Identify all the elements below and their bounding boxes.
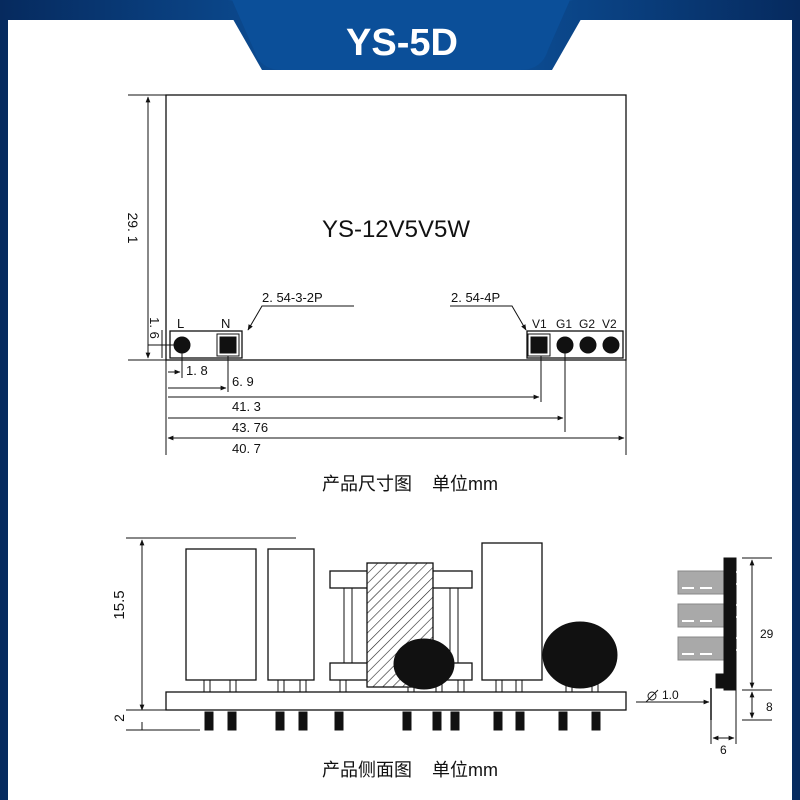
dim-1-8-label: 1. 8: [186, 363, 208, 378]
label-G2: G2: [579, 317, 595, 331]
label-N: N: [221, 316, 230, 331]
board-outline: [165, 94, 627, 361]
dim-pin-offset-label: 1. 6: [147, 317, 162, 339]
end-view: [636, 557, 772, 744]
pin-diameter-label: 1.0: [662, 688, 679, 702]
pin-L: [173, 336, 191, 354]
dim-43-76-label: 43. 76: [232, 420, 268, 435]
component-capacitor-2: [267, 548, 315, 681]
callout-line-output: [450, 305, 527, 331]
side-view-caption: 产品侧面图 单位mm: [322, 760, 498, 780]
side-view: [126, 537, 627, 731]
dim-40-7-label: 40. 7: [232, 441, 261, 456]
label-V1: V1: [532, 317, 547, 331]
pin-V2: [602, 336, 620, 354]
dim-6-9-label: 6. 9: [232, 374, 254, 389]
label-V2: V2: [602, 317, 617, 331]
input-header: [169, 330, 243, 359]
end-pin-tab: [715, 673, 725, 689]
dim-side-height-label: 15.5: [111, 590, 128, 619]
end-view-text: 29 8 6 1.0: [662, 627, 774, 757]
dim-height-label: 29. 1: [125, 212, 141, 243]
dim-end-8-label: 8: [766, 700, 773, 714]
label-G1: G1: [556, 317, 572, 331]
header-title: YS-5D: [346, 22, 458, 64]
top-view-caption: 产品尺寸图 单位mm: [322, 474, 498, 494]
dim-end-6-label: 6: [720, 743, 727, 757]
end-board: [723, 557, 737, 691]
pin-G2: [579, 336, 597, 354]
header-tab-shape: [232, 0, 570, 70]
label-L: L: [177, 316, 184, 331]
component-disc-2: [542, 621, 618, 689]
side-pins: [204, 711, 601, 731]
dim-side-pin-label: 2: [111, 714, 127, 722]
top-view-text: YS-12V5V5W 29. 1 1. 6 L N V1 G1 G2 V2 2.…: [125, 212, 617, 494]
callout-input-label: 2. 54-3-2P: [262, 290, 323, 305]
pin-N: [219, 336, 237, 354]
model-name: YS-12V5V5W: [322, 216, 470, 243]
dim-41-3-label: 41. 3: [232, 399, 261, 414]
end-components: [677, 570, 725, 661]
component-capacitor-1: [185, 548, 257, 681]
callout-output-label: 2. 54-4P: [451, 290, 500, 305]
diameter-symbol: [647, 691, 657, 701]
side-view-text: 15.5 2 产品侧面图 单位mm: [111, 590, 498, 780]
side-board: [165, 691, 627, 711]
pin-V1: [530, 336, 548, 354]
pin-V1-outline: [527, 333, 551, 357]
output-header: [526, 330, 624, 359]
pin-G1: [556, 336, 574, 354]
dim-end-29-label: 29: [760, 627, 774, 641]
component-disc-1: [393, 638, 455, 690]
top-view: [128, 94, 627, 455]
callout-line-input: [247, 305, 354, 331]
component-capacitor-3: [481, 542, 543, 681]
